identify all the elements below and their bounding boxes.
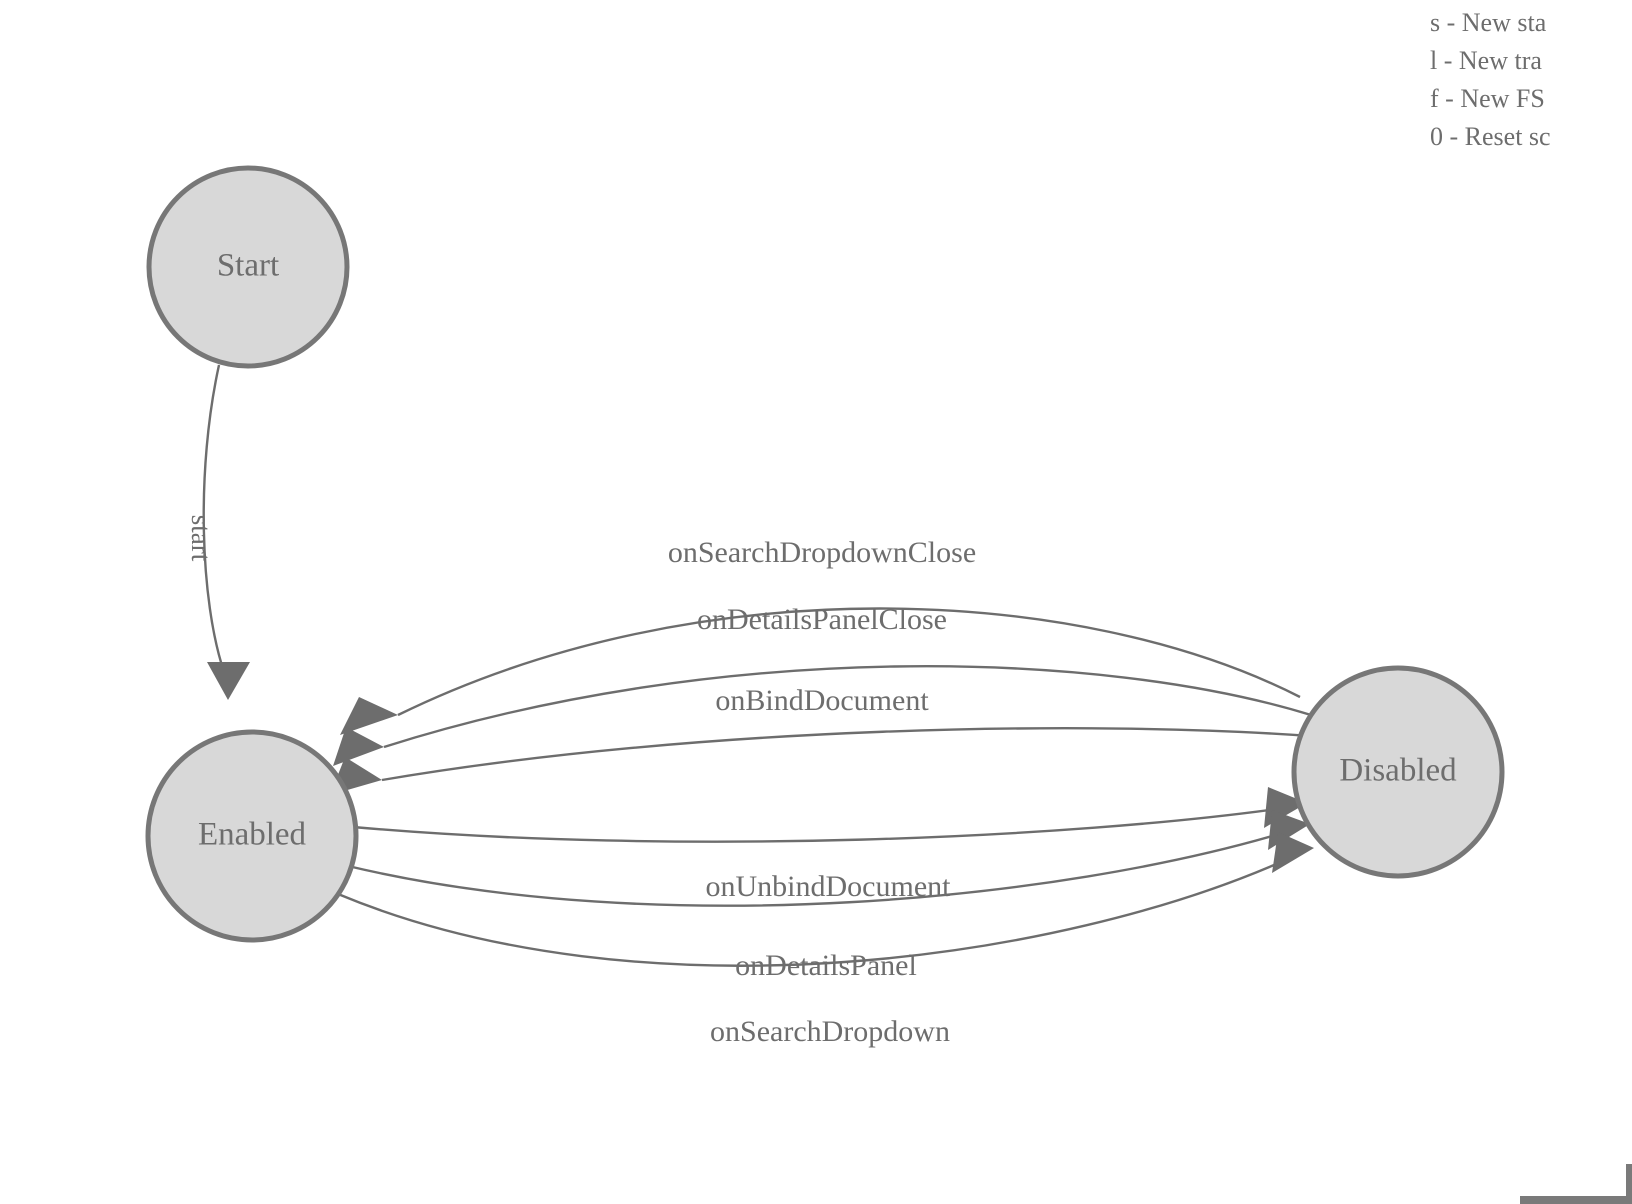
edge-path <box>383 665 1312 749</box>
state-circle <box>1291 665 1505 879</box>
edge-start[interactable] <box>202 364 250 700</box>
edge-label-onDetailsPanel: onDetailsPanel <box>735 949 917 982</box>
edge-path <box>397 607 1301 717</box>
edge-path <box>352 806 1285 843</box>
state-circle <box>146 165 350 369</box>
edge-onBindDocument[interactable] <box>330 727 1311 795</box>
edge-label-onUnbindDocument: onUnbindDocument <box>706 870 952 903</box>
edge-onDetailsPanelClose[interactable] <box>333 665 1312 766</box>
state-label: Start <box>217 248 279 284</box>
edge-path <box>202 364 226 673</box>
edge-path <box>381 727 1311 782</box>
edge-label-onBindDocument: onBindDocument <box>715 684 929 717</box>
edge-arrowhead <box>207 662 250 700</box>
edge-arrowhead <box>1272 832 1314 873</box>
edge-label-onSearchDropdownClose: onSearchDropdownClose <box>668 536 976 569</box>
edge-path <box>347 830 1287 907</box>
edge-arrowhead <box>333 727 384 766</box>
edge-label-start: start <box>186 515 216 562</box>
edge-onSearchDropdownClose[interactable] <box>340 607 1301 736</box>
edge-label-onSearchDropdown: onSearchDropdown <box>710 1015 950 1048</box>
edge-onUnbindDocument[interactable] <box>352 787 1307 843</box>
edge-path <box>337 856 1291 967</box>
edge-label-onDetailsPanelClose: onDetailsPanelClose <box>697 603 947 636</box>
state-label: Enabled <box>198 817 307 853</box>
state-label: Disabled <box>1339 753 1457 789</box>
edge-onSearchDropdown[interactable] <box>337 832 1314 967</box>
state-node-enabled[interactable]: Enabled <box>145 729 359 943</box>
state-node-start[interactable]: Start <box>146 165 350 369</box>
edge-arrowhead <box>340 697 398 735</box>
state-circle <box>145 729 359 943</box>
state-node-disabled[interactable]: Disabled <box>1291 665 1505 879</box>
